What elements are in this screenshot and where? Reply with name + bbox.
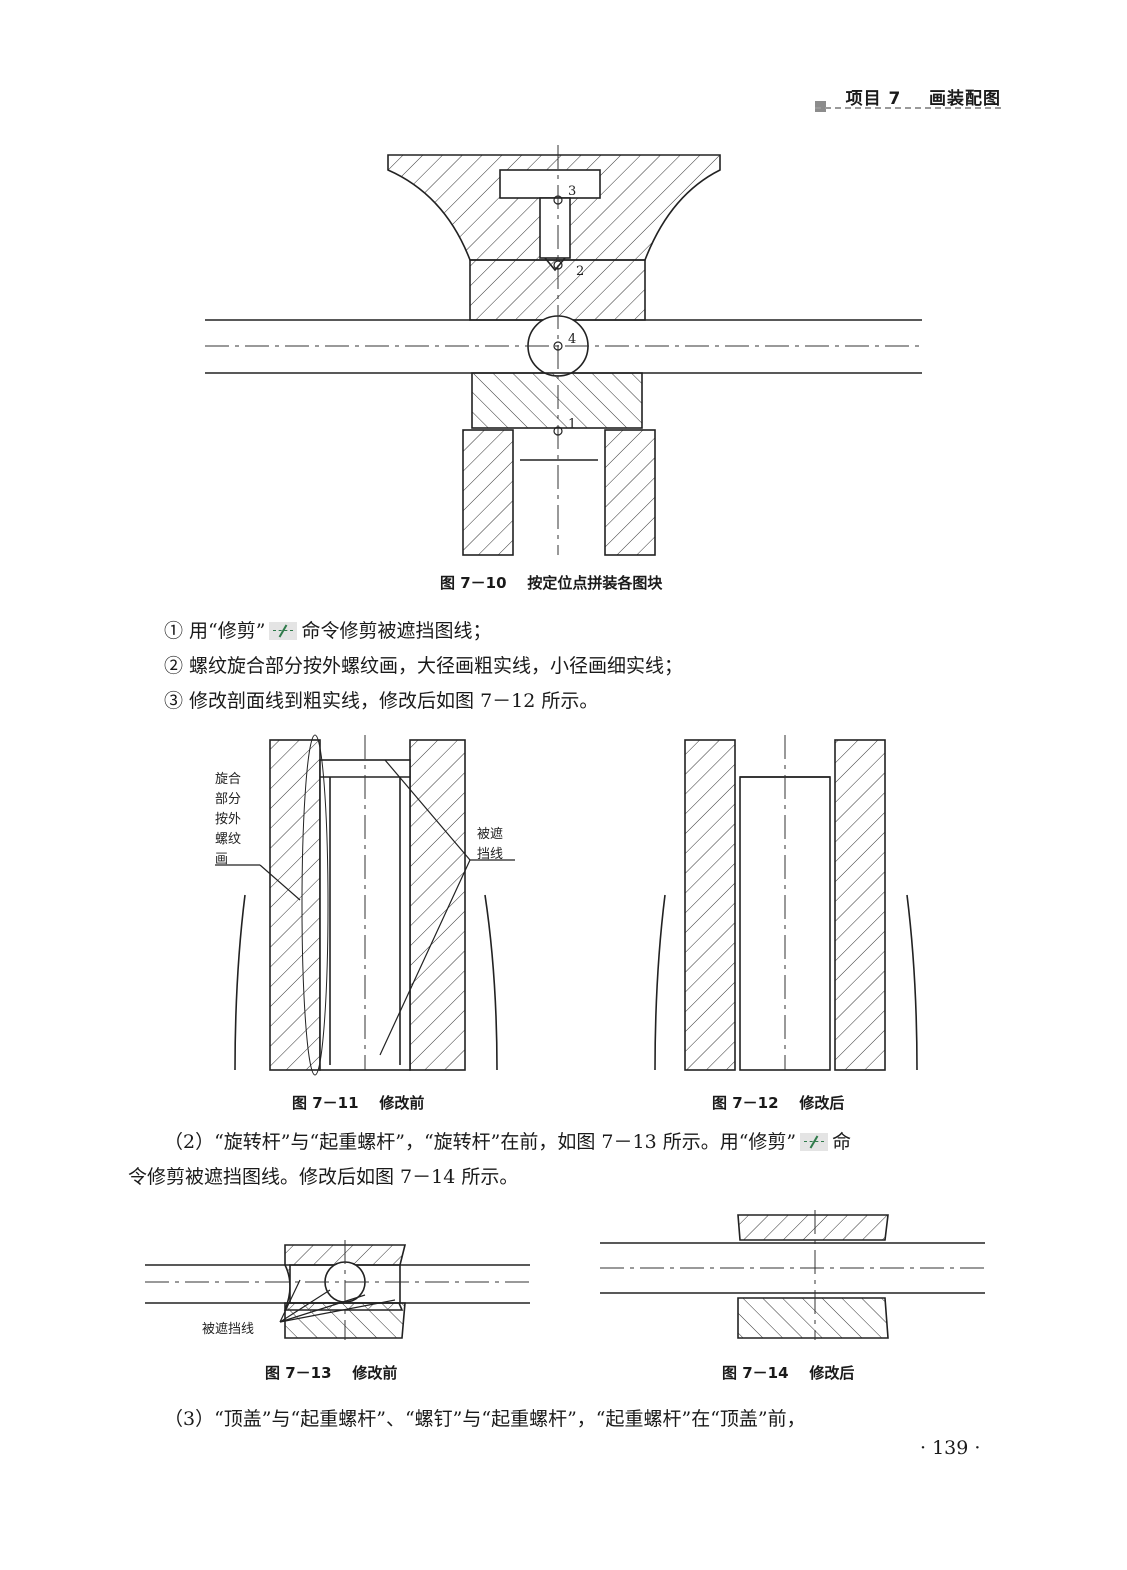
paragraph-2-text-a: （2）“旋转杆”与“起重螺杆”，“旋转杆”在前，如图 7－13 所示。用“修剪” (164, 1131, 797, 1153)
fig11-right-label-1: 被遮 (477, 826, 503, 842)
caption-fig-7-10: 图 7－10 按定位点拼装各图块 (440, 574, 663, 592)
paragraph-2-line-2: 令修剪被遮挡图线。修改后如图 7－14 所示。 (128, 1166, 519, 1188)
fig10-label-3: 3 (568, 184, 576, 199)
caption-fig-7-12: 图 7－12 修改后 (712, 1094, 845, 1112)
step-3: ③ 修改剖面线到粗实线，修改后如图 7－12 所示。 (164, 690, 599, 712)
figure-7-12 (654, 735, 918, 1071)
step-1-text-b: 命令修剪被遮挡图线； (301, 620, 492, 642)
figure-7-10: 3 2 4 1 (205, 145, 922, 556)
trim-icon (269, 622, 298, 640)
fig11-left-label-4: 螺纹 (215, 832, 241, 847)
figure-7-11: 旋合 部分 按外 螺纹 画 被遮 挡线 (215, 734, 515, 1076)
fig11-right-label-2: 挡线 (477, 847, 503, 862)
header-rule (815, 107, 1001, 109)
step-2: ② 螺纹旋合部分按外螺纹画，大径画粗实线，小径画细实线； (164, 655, 684, 677)
caption-fig-7-13: 图 7－13 修改前 (265, 1364, 398, 1382)
figure-7-14 (600, 1210, 985, 1340)
trim-icon-2 (800, 1133, 829, 1151)
paragraph-3-line-1: （3）“顶盖”与“起重螺杆”、“螺钉”与“起重螺杆”，“起重螺杆”在“顶盖”前， (164, 1408, 806, 1430)
fig11-left-label-1: 旋合 (215, 772, 241, 787)
caption-fig-7-11: 图 7－11 修改前 (292, 1094, 425, 1112)
fig11-left-label-5: 画 (215, 852, 228, 867)
figure-7-13: 被遮挡线 (145, 1240, 530, 1340)
fig10-label-1: 1 (568, 417, 576, 432)
caption-fig-7-14: 图 7－14 修改后 (722, 1364, 855, 1382)
header-marker (815, 101, 826, 112)
step-1: ① 用“修剪” 命令修剪被遮挡图线； (164, 617, 491, 645)
page-number: · 139 · (920, 1437, 981, 1459)
paragraph-2-line-1: （2）“旋转杆”与“起重螺杆”，“旋转杆”在前，如图 7－13 所示。用“修剪”… (164, 1128, 851, 1156)
step-1-text-a: ① 用“修剪” (164, 620, 266, 642)
paragraph-2-text-b: 命 (832, 1131, 852, 1153)
fig11-left-label-3: 按外 (215, 812, 241, 827)
running-header: 项目 7 画装配图 (845, 89, 1001, 109)
fig10-label-2: 2 (576, 264, 584, 279)
fig11-left-label-2: 部分 (215, 792, 241, 807)
fig13-label: 被遮挡线 (202, 1321, 254, 1337)
fig10-label-4: 4 (568, 332, 576, 347)
